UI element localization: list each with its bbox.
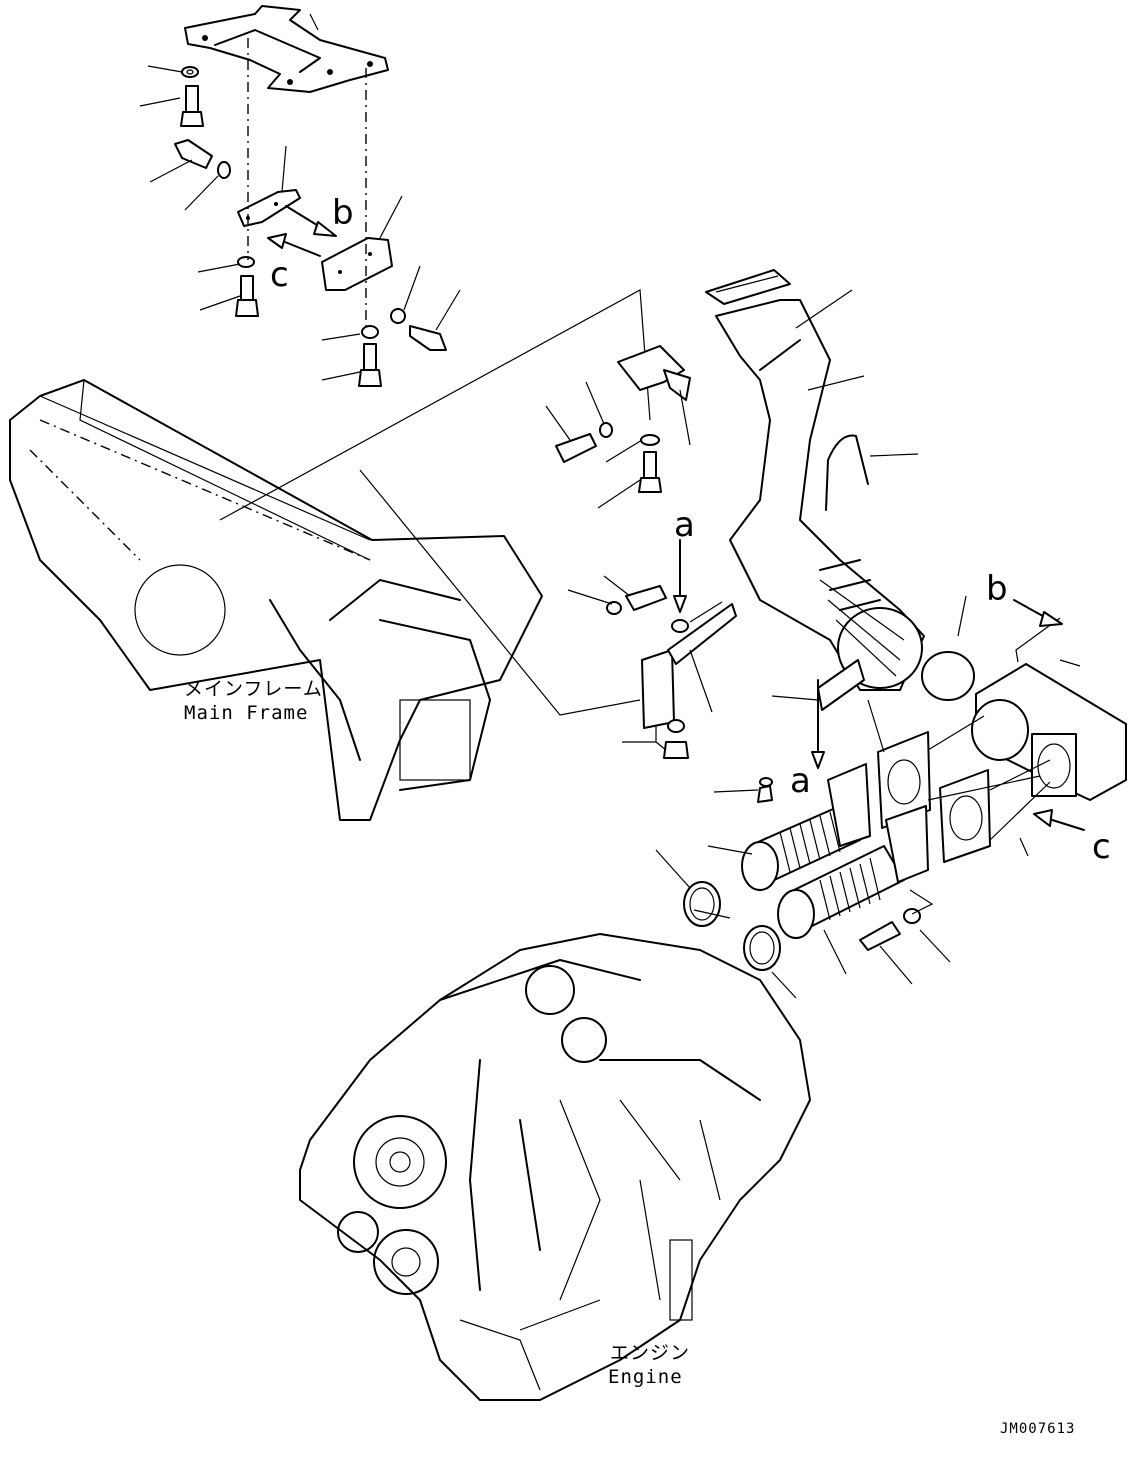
bolt-4: [409, 325, 447, 351]
bolt-5: [358, 343, 382, 387]
washer-3: [390, 308, 406, 324]
engine-assembly: [299, 933, 811, 1401]
upper-support-bracket: [184, 5, 389, 93]
view-marker-a-top: a: [674, 505, 695, 545]
main-frame-body: [9, 379, 543, 821]
bellows-hose-2: [777, 805, 929, 939]
view-marker-c-top: c: [270, 255, 289, 295]
mount-plate-c: [321, 237, 393, 291]
upper-mount-bracket: [617, 345, 691, 401]
u-clamp: [825, 434, 869, 511]
bolt-3: [235, 275, 259, 317]
elbow-box: [971, 663, 1127, 801]
view-marker-b-top: b: [332, 193, 354, 233]
gasket-1: [877, 731, 931, 829]
intake-duct-pipe: [715, 299, 925, 691]
washer-7: [606, 601, 622, 615]
lower-mount-bracket: [641, 603, 737, 729]
view-marker-c-right: c: [1092, 827, 1111, 867]
view-marker-b-right: b: [986, 569, 1008, 609]
washer-6: [640, 434, 660, 446]
bolt-7: [638, 451, 662, 493]
gasket-2: [939, 769, 991, 863]
drawing-code: JM007613: [1000, 1421, 1076, 1437]
main-frame-label-en: Main Frame: [184, 702, 309, 724]
bolt-6: [555, 433, 597, 463]
hose-clamp-1: [683, 881, 721, 927]
main-frame-label-jp: メインフレーム: [184, 678, 323, 700]
nut-1: [663, 741, 689, 759]
half-clamp: [817, 659, 865, 711]
washer-8: [671, 619, 689, 633]
washer-4: [361, 325, 379, 339]
washer-2: [237, 256, 255, 268]
bolt-8: [625, 585, 667, 611]
bolt-9: [859, 921, 901, 951]
duct-flange: [705, 269, 791, 305]
bolt-2: [174, 139, 231, 179]
washer-5: [599, 422, 613, 438]
plug: [757, 777, 773, 803]
bolt-1: [180, 85, 204, 127]
hose-band-1: [921, 651, 975, 701]
bellows-hose-1: [741, 763, 871, 891]
washer-1: [181, 66, 199, 78]
hose-clamp-2: [743, 925, 781, 971]
washer-9: [667, 719, 685, 733]
engine-label-jp: エンジン: [610, 1342, 691, 1364]
engine-label-en: Engine: [608, 1366, 683, 1388]
view-marker-a-lower: a: [790, 761, 811, 801]
